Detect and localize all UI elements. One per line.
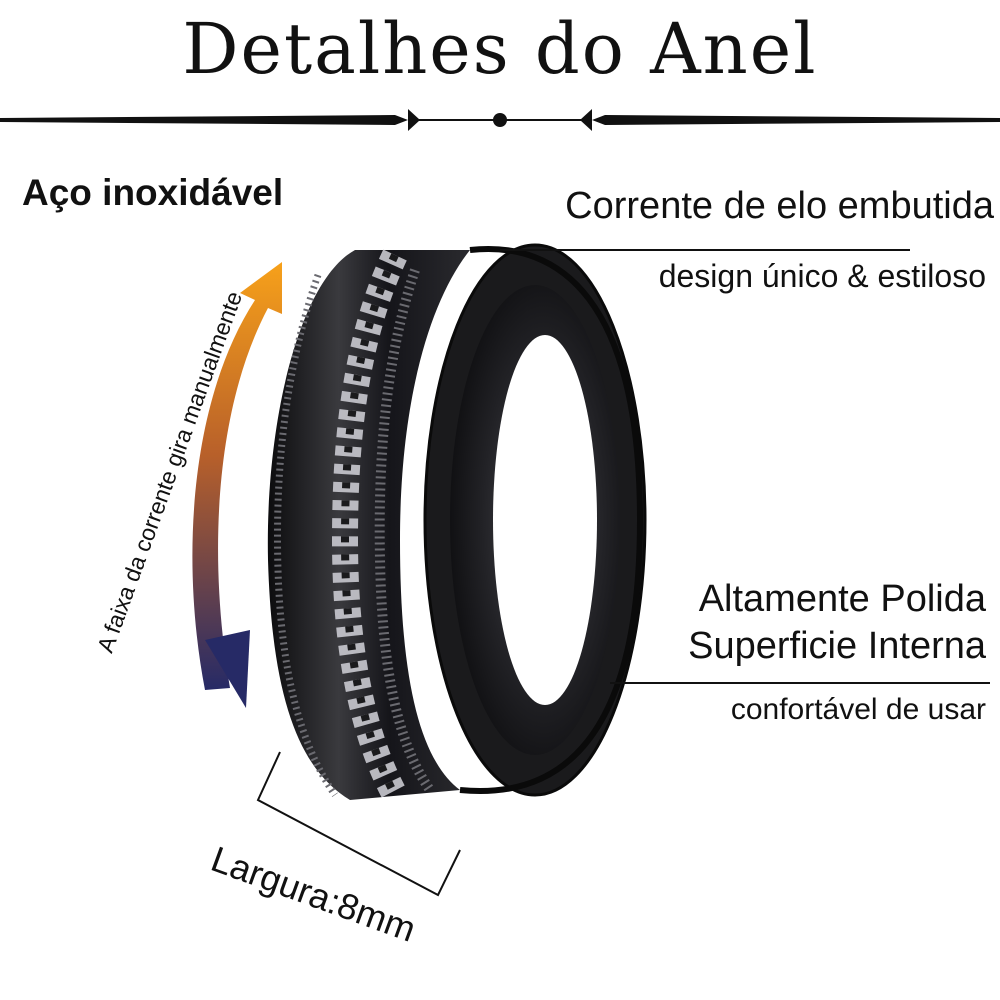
rotation-arrow-icon: [192, 262, 282, 708]
width-measure-bracket: [256, 751, 461, 897]
polish-feature-subtitle: confortável de usar: [730, 693, 986, 726]
material-label: Aço inoxidável: [22, 172, 284, 213]
page-title: Detalhes do Anel: [182, 8, 818, 90]
chain-feature-subtitle: design único & estiloso: [658, 258, 986, 294]
ornamental-divider: [0, 109, 1000, 131]
polish-feature-title-line1: Altamente Polida: [698, 578, 986, 620]
polish-feature-title-line2: Superficie Interna: [688, 625, 986, 667]
ring-body: [267, 243, 647, 802]
chain-feature-title: Corrente de elo embutida: [565, 185, 994, 227]
